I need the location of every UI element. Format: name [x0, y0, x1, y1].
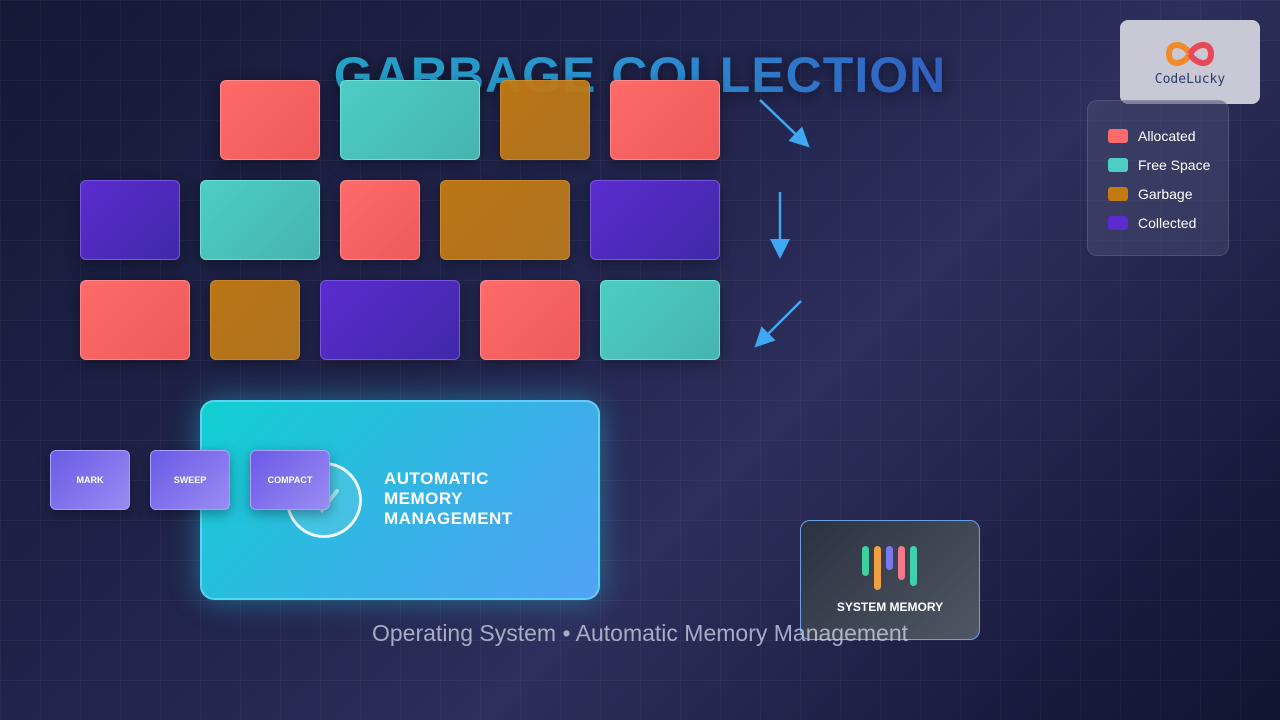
system-memory-card: [800, 520, 980, 640]
legend-swatch: [1108, 186, 1128, 201]
legend-item-allocated: Allocated: [1108, 121, 1228, 150]
legend-item-collected: Collected: [1108, 208, 1228, 237]
legend-swatch: [1108, 215, 1128, 230]
phase-compact: COMPACT: [250, 450, 330, 510]
memory-block-collected: [590, 180, 720, 260]
legend-label: Garbage: [1138, 185, 1193, 202]
legend-item-garbage: Garbage: [1108, 179, 1228, 208]
memory-block-free: [200, 180, 320, 260]
arrow-down-right: [759, 99, 810, 148]
phase-sweep: SWEEP: [150, 450, 230, 510]
logo-text: CodeLucky: [1154, 71, 1226, 87]
memory-bars-icon: [862, 546, 917, 590]
flow-arrows: [754, 99, 810, 348]
amm-line: MEMORY: [384, 489, 463, 508]
legend-item-free-space: Free Space: [1108, 150, 1228, 179]
legend-label: Free Space: [1138, 156, 1211, 173]
amm-line: MANAGEMENT: [384, 509, 513, 528]
memory-block-garbage: [440, 180, 570, 260]
legend-swatch: [1108, 128, 1128, 143]
memory-block-allocated: [480, 280, 580, 360]
legend-label: Allocated: [1138, 127, 1196, 144]
memory-block-collected: [80, 180, 180, 260]
memory-block-garbage: [500, 80, 590, 160]
codelucky-logo: CodeLucky: [1120, 20, 1260, 104]
phase-mark: MARK: [50, 450, 130, 510]
memory-block-allocated: [220, 80, 320, 160]
memory-block-allocated: [340, 180, 420, 260]
memory-block-free: [600, 280, 720, 360]
memory-block-garbage: [210, 280, 300, 360]
subtitle: Operating System • Automatic Memory Mana…: [372, 620, 908, 646]
infinity-logo-icon: [1165, 41, 1215, 66]
legend: Allocated Free Space Garbage Collected: [1087, 100, 1229, 256]
legend-swatch: [1108, 157, 1128, 172]
memory-block-free: [340, 80, 480, 160]
legend-label: Collected: [1138, 214, 1197, 231]
arrow-down-left: [754, 300, 802, 348]
memory-block-collected: [320, 280, 460, 360]
memory-block-allocated: [80, 280, 190, 360]
system-memory-label: SYSTEM MEMORY: [836, 600, 944, 614]
memory-block-allocated: [610, 80, 720, 160]
amm-title: AUTOMATIC MEMORY MANAGEMENT: [384, 469, 564, 529]
amm-line: AUTOMATIC: [384, 469, 489, 488]
